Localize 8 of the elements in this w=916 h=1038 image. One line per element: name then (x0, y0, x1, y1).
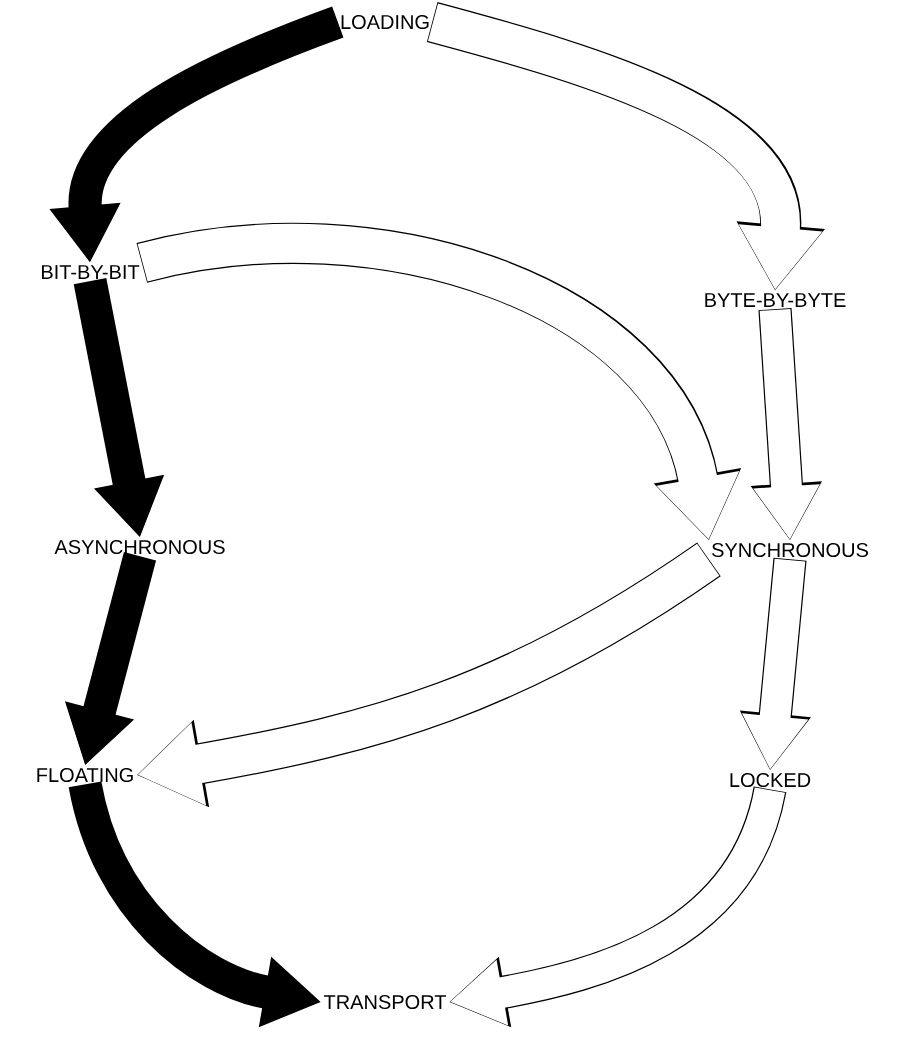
stage-label: LOCKED (730, 772, 811, 788)
stage-label: TRANSPORT (323, 994, 447, 1010)
stage-label: LOADING (341, 14, 429, 30)
stage-label: SYNCHRONOUS (712, 542, 868, 558)
stage-label: BYTE-BY-BYTE (705, 293, 846, 307)
stage-label: FLOATING (37, 767, 133, 783)
stage-label: ASYNCHRONOUS (54, 539, 225, 555)
stage-label: BIT-BY-BIT (42, 265, 140, 279)
